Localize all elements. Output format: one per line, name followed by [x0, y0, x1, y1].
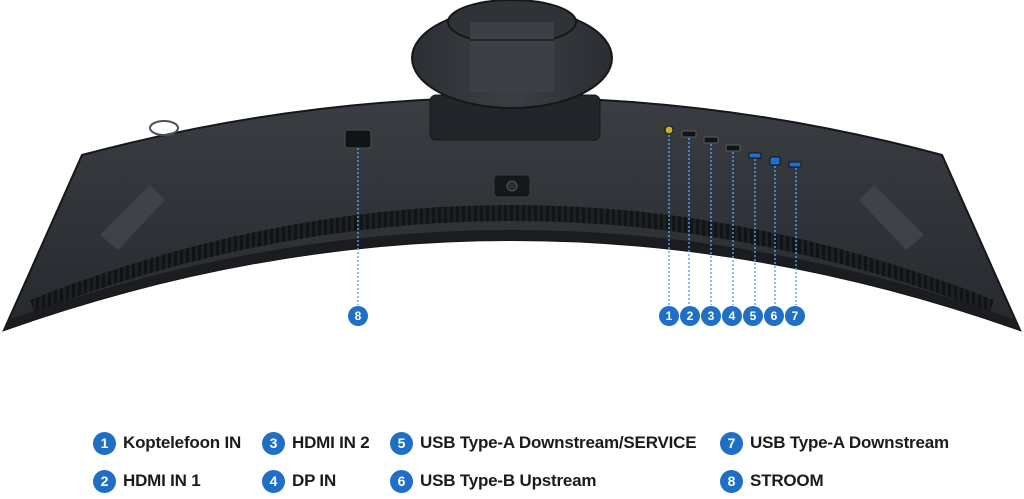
logo-ring	[149, 120, 179, 136]
hdmi-port-1	[681, 130, 697, 138]
usb-a-port-1	[748, 152, 762, 159]
callout-2: 2	[680, 306, 700, 326]
left-speaker-grille	[100, 185, 165, 250]
callout-1: 1	[659, 306, 679, 326]
right-speaker-grille	[859, 185, 924, 250]
displayport	[725, 144, 741, 152]
stand-column	[470, 22, 554, 92]
callout-3: 3	[701, 306, 721, 326]
monitor-vent-strip	[30, 205, 994, 312]
usb-b-port	[769, 156, 781, 166]
callout-8: 8	[348, 306, 368, 326]
callout-7: 7	[785, 306, 805, 326]
headphone-jack	[664, 125, 674, 135]
jog-button-center	[506, 180, 518, 192]
hdmi-port-2	[703, 136, 719, 144]
callout-6: 6	[764, 306, 784, 326]
monitor-bottom-edge	[4, 230, 1020, 330]
callout-5: 5	[743, 306, 763, 326]
callout-4: 4	[722, 306, 742, 326]
power-socket	[344, 129, 372, 149]
usb-a-port-2	[788, 161, 802, 168]
